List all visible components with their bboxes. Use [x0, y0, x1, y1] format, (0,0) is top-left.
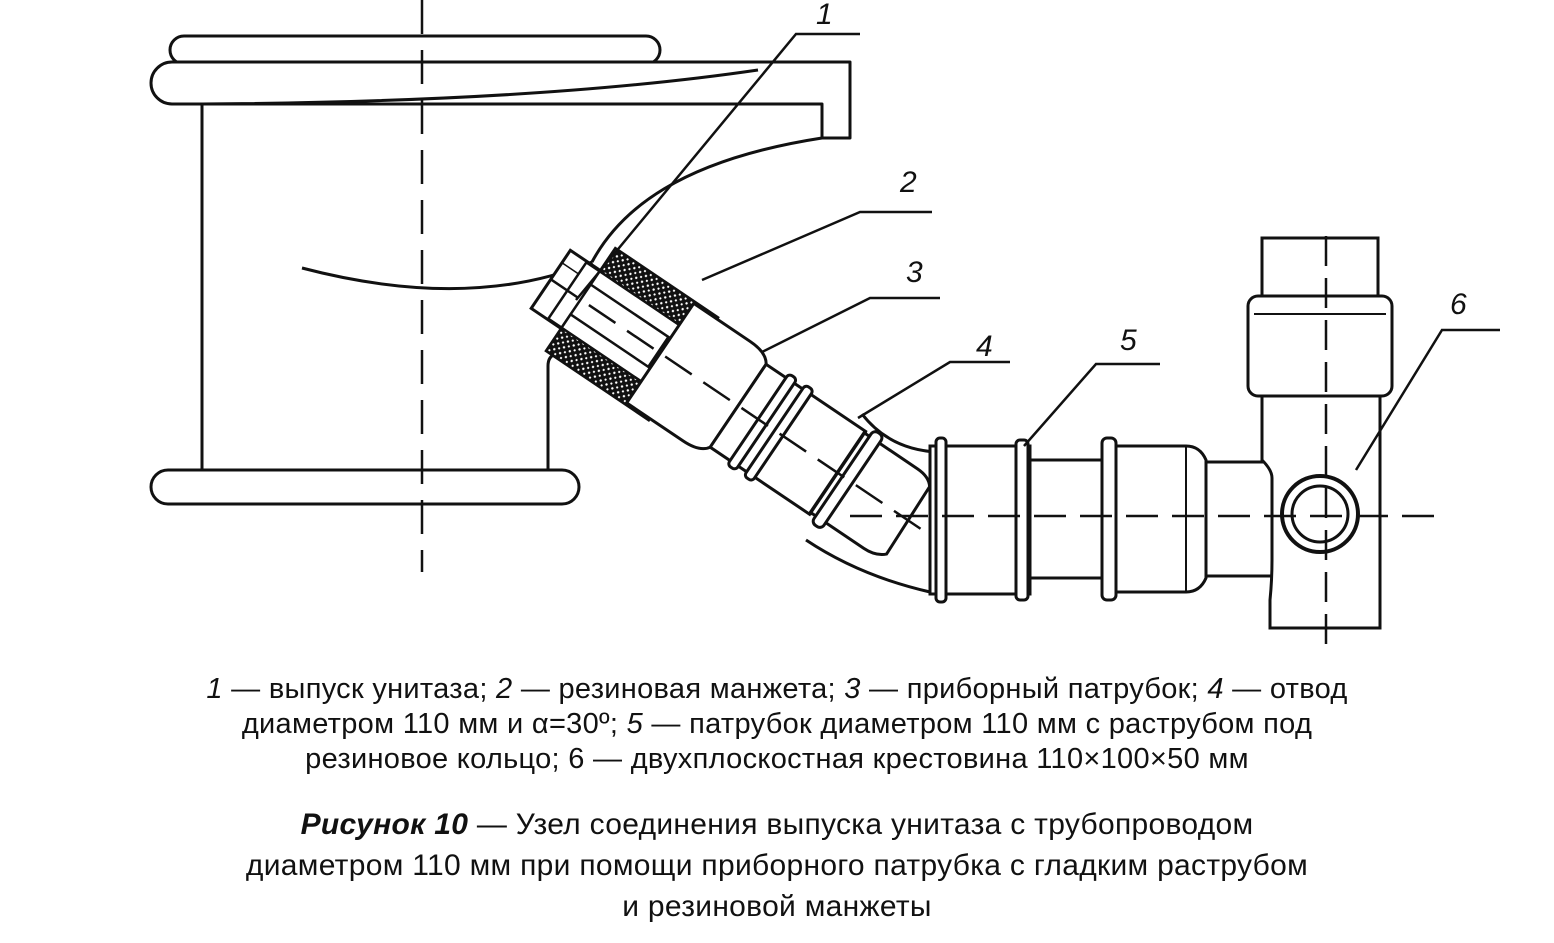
- legend-num-5: 5: [626, 708, 644, 740]
- toilet-bowl-curve: [201, 68, 759, 106]
- leader-3: [761, 296, 940, 354]
- toilet-foot-riser: [546, 352, 557, 470]
- legend-line-1: 1 — выпуск унитаза; 2 — резиновая манжет…: [20, 672, 1534, 707]
- figure-caption: Рисунок 10 — Узел соединения выпуска уни…: [20, 804, 1534, 927]
- legend-line-3: резиновое кольцо; 6 — двухплоскостная кр…: [20, 742, 1534, 777]
- legend-num-2: 2: [496, 673, 513, 705]
- caption-line-1: Рисунок 10 — Узел соединения выпуска уни…: [20, 804, 1534, 845]
- assembly-axis-angled: [550, 278, 933, 538]
- caption-line-3: и резиновой манжеты: [622, 890, 932, 923]
- callout-4: 4: [976, 330, 993, 363]
- legend-line-2: диаметром 110 мм и α=30º; 5 — патрубок д…: [20, 707, 1534, 742]
- legend-text-6: — патрубок диаметром 110 мм с раструбом …: [643, 708, 1313, 740]
- legend-num-3: 3: [844, 673, 861, 705]
- leader-5: [1023, 362, 1160, 447]
- toilet-outlet-neck: [590, 136, 823, 263]
- legend-num-1: 1: [206, 673, 223, 705]
- callout-3: 3: [906, 256, 923, 289]
- legend-text-2: — резиновая манжета;: [512, 673, 845, 705]
- double-plane-cross: [1246, 236, 1394, 630]
- socket-pipe: [928, 436, 1272, 604]
- leader-lines: [575, 32, 1500, 471]
- callout-2: 2: [899, 166, 917, 199]
- assembly-diagram: 1 2 3 4 5 6: [149, 0, 1500, 648]
- callout-1: 1: [816, 0, 833, 31]
- legend-text-3: — приборный патрубок;: [860, 673, 1208, 705]
- leader-1: [575, 32, 860, 301]
- legend-text-5: диаметром 110 мм и α=30º;: [241, 708, 627, 740]
- leader-2: [701, 210, 932, 282]
- toilet-foot: [149, 468, 581, 506]
- legend-text-4: — отвод: [1223, 673, 1348, 705]
- legend-text-7: резиновое кольцо; 6 — двухплоскостная кр…: [305, 743, 1249, 775]
- callout-5: 5: [1120, 324, 1137, 357]
- legend-num-4: 4: [1207, 673, 1224, 705]
- leader-4: [857, 360, 1010, 420]
- callout-6: 6: [1450, 288, 1467, 321]
- legend-text-1: — выпуск унитаза;: [222, 673, 497, 705]
- toilet-outlet: [149, 34, 852, 506]
- caption-line-2: диаметром 110 мм при помощи приборного п…: [245, 849, 1309, 882]
- caption-text-1: — Узел соединения выпуска унитаза с труб…: [468, 808, 1254, 841]
- figure-label: Рисунок 10: [300, 808, 469, 841]
- leader-6: [1354, 328, 1500, 471]
- toilet-top-flange: [149, 60, 852, 140]
- toilet-seat: [168, 34, 662, 66]
- legend: 1 — выпуск унитаза; 2 — резиновая манжет…: [20, 672, 1534, 777]
